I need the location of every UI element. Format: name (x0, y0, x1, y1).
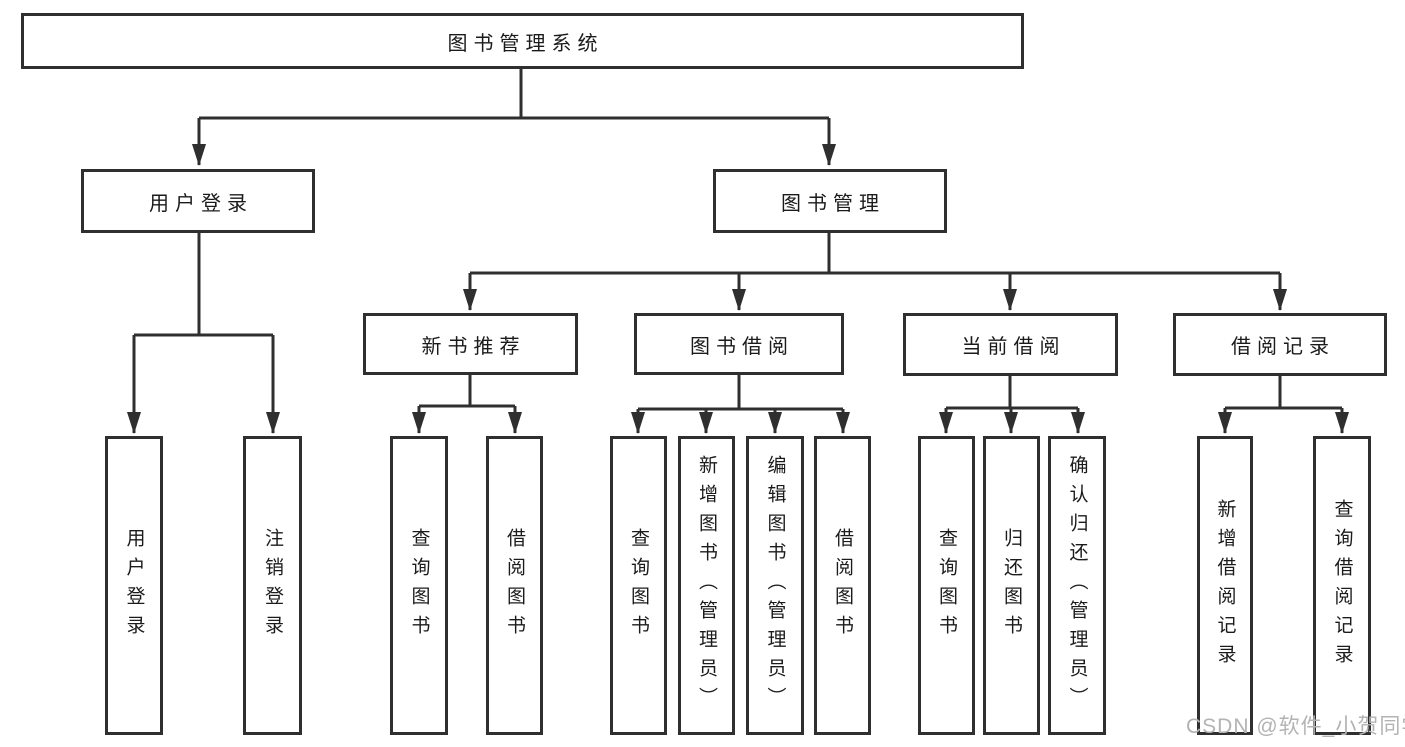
leaf-return-book: 归还图书 (983, 436, 1040, 735)
edge-current-borrow-trunk (946, 376, 1078, 410)
edge-root-trunk (199, 69, 829, 120)
node-book-management: 图书管理 (713, 169, 947, 233)
leaf-borrow-book: 借阅图书 (814, 436, 871, 735)
node-user-login: 用户登录 (81, 169, 315, 233)
node-current-borrow: 当前借阅 (903, 313, 1118, 376)
leaf-add-borrow-record: 新增借阅记录 (1197, 436, 1253, 735)
edge-book-borrow-trunk (638, 375, 843, 411)
leaf-confirm-return-admin: 确认归还（管理员） (1048, 436, 1106, 735)
leaf-query-book-current: 查询图书 (918, 436, 975, 735)
leaf-query-borrow-record: 查询借阅记录 (1313, 436, 1371, 735)
leaf-query-book-recommend: 查询图书 (390, 436, 448, 735)
leaf-logout-login: 注销登录 (243, 436, 302, 735)
csdn-watermark: CSDN @软件_小贺同学 (1186, 715, 1405, 738)
leaf-edit-book-admin: 编辑图书（管理员） (746, 436, 804, 735)
leaf-user-login: 用户登录 (105, 436, 163, 735)
edge-book-mgmt-trunk (470, 233, 1280, 275)
node-root-system: 图书管理系统 (21, 13, 1024, 69)
leaf-borrow-book-recommend: 借阅图书 (486, 436, 543, 735)
node-book-borrow: 图书借阅 (634, 313, 844, 375)
leaf-add-book-admin: 新增图书（管理员） (678, 436, 735, 735)
leaf-query-book-borrow: 查询图书 (610, 436, 667, 735)
edge-user-login-trunk (134, 233, 273, 337)
edge-borrow-record-trunk (1225, 376, 1342, 410)
edge-new-book-rec-trunk (419, 375, 515, 408)
node-new-book-recommend: 新书推荐 (363, 313, 578, 375)
node-borrow-record: 借阅记录 (1173, 313, 1387, 376)
